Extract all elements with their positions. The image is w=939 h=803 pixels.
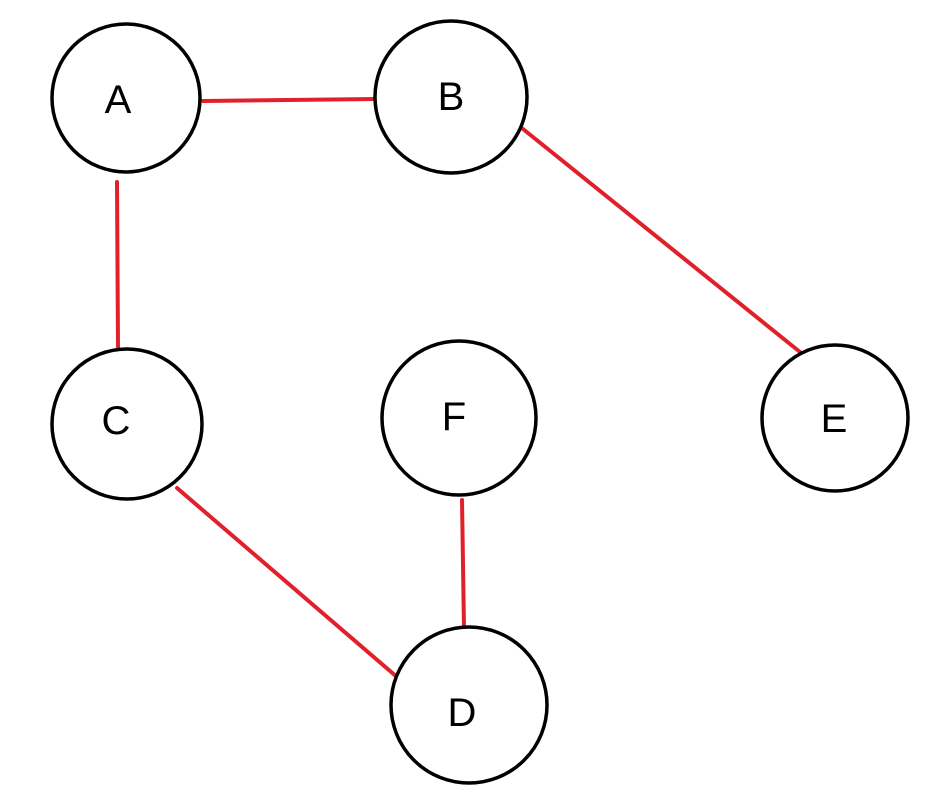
node-c: C [50, 347, 204, 501]
edge-a-b [201, 97, 378, 103]
node-f: F [380, 339, 538, 497]
node-b-label: B [438, 75, 465, 119]
node-d: D [389, 625, 549, 785]
node-e-circle [760, 343, 910, 493]
node-e-label: E [821, 397, 848, 441]
edge-c-d [175, 486, 399, 679]
node-c-circle [50, 347, 204, 501]
edge-f-d [460, 498, 466, 630]
node-f-circle [380, 339, 538, 497]
node-e: E [760, 343, 910, 493]
node-d-circle [389, 625, 549, 785]
node-a-circle [50, 22, 202, 174]
node-b-circle [373, 19, 529, 175]
edge-a-c [115, 180, 120, 351]
node-a-label: A [105, 78, 132, 122]
edges-layer [115, 97, 802, 679]
node-a: A [50, 22, 202, 174]
node-d-label: D [448, 691, 477, 735]
edge-b-e [521, 127, 802, 354]
nodes-layer: A B C D E F [50, 19, 910, 785]
node-f-label: F [442, 395, 466, 439]
node-b: B [373, 19, 529, 175]
node-c-label: C [102, 399, 131, 443]
